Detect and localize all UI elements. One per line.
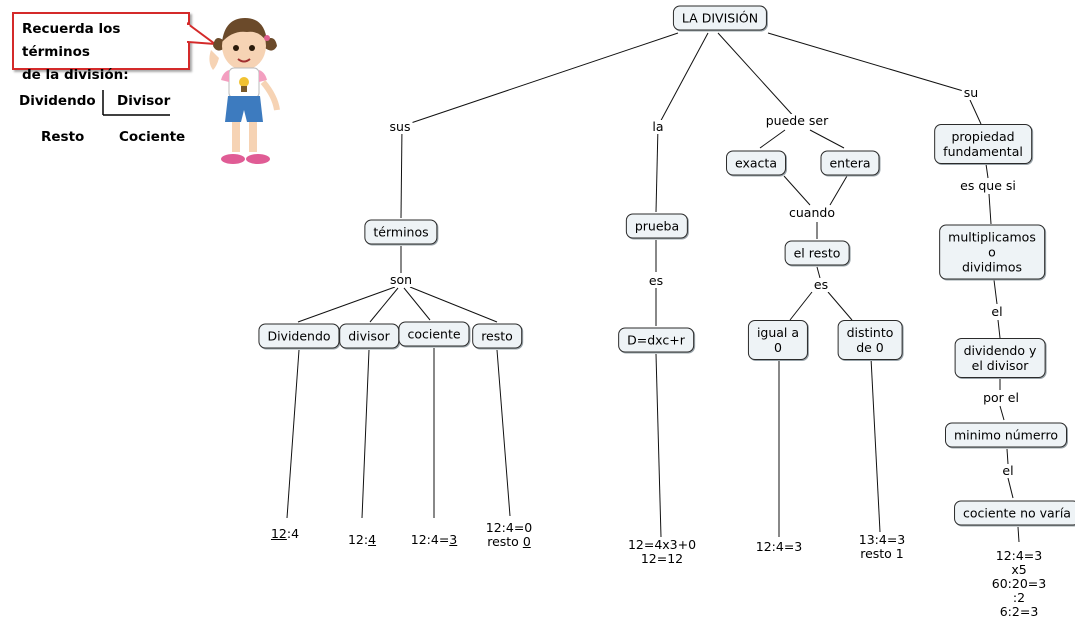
link-es-resto: es <box>811 277 831 292</box>
edge <box>969 99 982 125</box>
edge <box>655 353 662 538</box>
callout-pointer <box>186 22 219 46</box>
node-formula: D=dxc+r <box>618 327 694 353</box>
node-multiplicamos-o-dividimos: multiplicamos o dividimos <box>939 224 1045 280</box>
link-la: la <box>650 119 666 134</box>
legend-resto: Resto <box>41 129 85 145</box>
link-cuando: cuando <box>787 205 837 220</box>
edge <box>985 163 989 179</box>
node-minimo-numero: minimo númerro <box>945 422 1067 448</box>
node-propiedad-fundamental: propiedad fundamental <box>934 124 1032 164</box>
node-distinto-de-0: distinto de 0 <box>837 320 903 360</box>
edge <box>827 291 853 321</box>
edge <box>401 32 679 127</box>
edge <box>870 357 881 533</box>
legend-dividendo: Dividendo <box>19 93 96 109</box>
edge <box>286 349 300 519</box>
callout-line-1: Recuerda los términos <box>22 21 121 60</box>
example-resto-text: resto <box>487 534 523 549</box>
link-el-1: el <box>989 304 1005 319</box>
edge <box>993 279 998 305</box>
legend-cociente: Cociente <box>119 129 186 145</box>
link-son: son <box>387 272 415 287</box>
edge <box>496 349 511 517</box>
edge <box>809 129 845 149</box>
node-dividendo-y-divisor: dividendo y el divisor <box>954 338 1046 378</box>
node-el-resto: el resto <box>784 240 850 266</box>
edge <box>988 193 992 225</box>
example-resto-line-1: 12:4=0 <box>485 520 533 535</box>
callout-line-2: de la división: <box>22 67 129 83</box>
girl-illustration <box>209 18 280 164</box>
node-la-division: LA DIVISIÓN <box>672 5 768 31</box>
edge <box>816 266 821 279</box>
node-cociente: cociente <box>398 321 470 347</box>
edge <box>297 286 396 323</box>
example-divisor: 12:4 <box>348 533 376 547</box>
link-su: su <box>961 85 981 100</box>
node-prueba: prueba <box>625 213 689 239</box>
example-prueba: 12=4x3+0 12=12 <box>627 537 697 566</box>
node-cociente-no-varia: cociente no varía <box>954 500 1075 526</box>
edge <box>767 32 971 94</box>
example-dividendo-rest: :4 <box>286 526 300 541</box>
example-cociente: 12:4=3 <box>411 533 458 547</box>
edge <box>1007 477 1014 499</box>
edge <box>409 286 498 323</box>
node-divisor: divisor <box>339 323 399 349</box>
node-entera: entera <box>820 150 880 176</box>
example-resto-line-2: resto 0 <box>486 535 533 549</box>
example-igual-a-0: 12:4=3 <box>755 539 803 554</box>
edge <box>999 405 1005 421</box>
edge <box>783 175 811 206</box>
node-exacta: exacta <box>726 150 786 176</box>
example-dividendo: 12:4 <box>271 527 299 541</box>
edge <box>369 287 399 323</box>
example-divisor-underlined: 4 <box>368 532 377 547</box>
link-es-prueba: es <box>646 273 666 288</box>
node-igual-a-0: igual a 0 <box>747 320 809 360</box>
edge <box>717 32 798 121</box>
edge <box>400 125 403 219</box>
link-por-el: por el <box>981 390 1021 405</box>
node-terminos: términos <box>364 219 438 245</box>
edge <box>403 287 431 321</box>
example-divisor-rest: 12: <box>347 532 369 547</box>
edge <box>361 349 370 519</box>
edge <box>829 175 848 206</box>
edge <box>997 319 1001 339</box>
division-bracket <box>102 90 170 116</box>
edge <box>655 125 659 213</box>
legend-divisor: Divisor <box>117 93 171 109</box>
link-el-2: el <box>1000 463 1016 478</box>
example-propiedad: 12:4=3 x5 60:20=3 :2 6:2=3 <box>991 548 1047 619</box>
link-puede-ser: puede ser <box>763 113 831 128</box>
example-cociente-underlined: 3 <box>449 532 458 547</box>
node-dividendo: Dividendo <box>258 323 340 349</box>
example-cociente-rest: 12:4= <box>410 532 450 547</box>
edge <box>759 129 786 149</box>
edge <box>1006 448 1009 465</box>
edge <box>657 32 709 127</box>
edge <box>789 291 813 321</box>
example-dividendo-underlined: 12 <box>270 526 287 541</box>
example-resto-underlined: 0 <box>522 534 531 549</box>
link-sus: sus <box>387 119 413 134</box>
link-es-que-si: es que si <box>958 178 1018 193</box>
example-distinto-de-0: 13:4=3 resto 1 <box>858 532 906 561</box>
node-resto: resto <box>472 323 522 349</box>
callout-box: Recuerda los términos de la división: <box>12 12 190 83</box>
edge <box>1017 526 1020 543</box>
